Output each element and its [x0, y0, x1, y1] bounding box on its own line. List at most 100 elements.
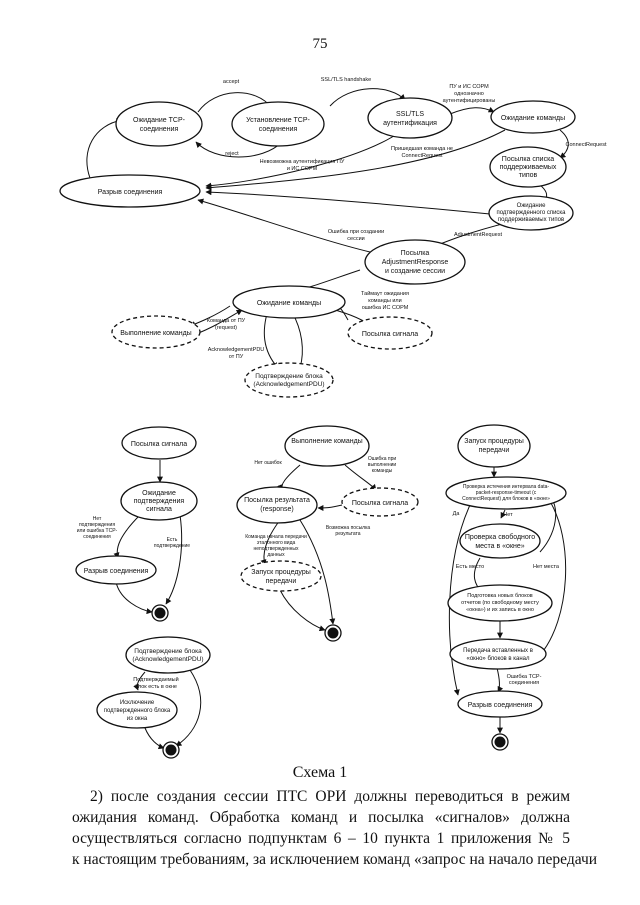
- label-reject: reject: [225, 151, 239, 157]
- state-wait-confirm-types: [488, 195, 574, 231]
- text-wait-tcp: Ожидание TCP-соединения: [133, 117, 186, 133]
- text-wait-cmd-mid: Ожидание команды: [257, 300, 321, 307]
- state-disconnect-sub3: [457, 690, 543, 718]
- sub2-final: [324, 624, 342, 642]
- top-diagram-states: [59, 97, 576, 285]
- text-disconnect-sub3: Разрыв соединения: [468, 702, 533, 709]
- state-wait-signal-confirm: [120, 481, 198, 521]
- state-send-types: [489, 146, 567, 188]
- label-no-errors: Нет ошибок: [254, 460, 282, 466]
- state-ssl-auth: [367, 97, 453, 139]
- text-send-signal-sub2: Посылка сигнала: [352, 500, 408, 507]
- sub3-final: [491, 733, 509, 751]
- state-confirm-block-sub: [125, 636, 211, 674]
- text-wait-cmd-top: Ожидание команды: [501, 115, 565, 122]
- state-send-signal-mid: [347, 316, 433, 350]
- text-send-result: Посылка результата(response): [244, 497, 310, 513]
- text-disconnect-top: Разрыв соединения: [98, 189, 163, 196]
- state-send-result: [236, 486, 318, 524]
- state-send-adjust: [364, 239, 466, 285]
- paragraph-line: осуществляться согласно подпунктам 6 – 1…: [72, 830, 570, 847]
- page-number: 75: [312, 36, 328, 52]
- text-transmit-blocks: Передача вставленных в«окно» блоков в ка…: [463, 648, 533, 662]
- state-transmit-blocks: [449, 638, 547, 670]
- state-establish-tcp: [231, 101, 325, 147]
- top-edge-labels: accept SSL/TLS handshake reject ПУ и ИС …: [223, 77, 607, 242]
- state-send-signal-sub: [121, 426, 197, 460]
- label-has-space: Есть место: [456, 564, 484, 570]
- label-no-1: Нет: [503, 512, 513, 518]
- state-confirm-block-mid: [244, 362, 334, 398]
- top-state-texts: Ожидание TCP-соединения Установление TCP…: [98, 111, 566, 275]
- label-yes-1: Да: [453, 511, 461, 517]
- state-send-signal-sub2: [341, 487, 419, 517]
- state-exec-cmd-mid: [111, 315, 201, 349]
- paragraph-line: ожидания команд. Обработка команд и посы…: [72, 809, 570, 826]
- mid-state-texts: Ожидание команды Выполнение команды Посы…: [120, 300, 418, 388]
- sub2-texts: Выполнение команды Посылка результата(re…: [244, 438, 408, 585]
- state-prepare-blocks: [447, 584, 553, 622]
- text-disconnect-sub1: Разрыв соединения: [84, 568, 149, 575]
- paragraph-line: к настоящим требованиям, за исключением …: [72, 851, 598, 868]
- text-confirm-block-mid: Подтверждение блока(AcknowledgementPDU): [253, 372, 324, 388]
- body-paragraph: 2) после создания сессии ПТС ОРИ должны …: [72, 786, 598, 870]
- label-cmd-from-pu: Команда от ПУ(request): [207, 318, 246, 331]
- text-exec-cmd-mid: Выполнение команды: [120, 330, 191, 337]
- sub4-arrows: [133, 669, 202, 750]
- state-wait-cmd-mid: [232, 285, 346, 319]
- sub4-states: [96, 636, 211, 729]
- label-no-space: Нет места: [533, 564, 560, 570]
- text-send-signal-sub: Посылка сигнала: [131, 441, 187, 448]
- state-start-transfer-sub2: [240, 560, 322, 592]
- label-tcp-error: Ошибка TCP-соединения: [507, 674, 542, 686]
- text-check-interval: Проверка истечения интервала data-packet…: [462, 484, 550, 502]
- mid-diagram-states: [111, 285, 433, 398]
- label-ssl-handshake: SSL/TLS handshake: [321, 77, 371, 83]
- sub3-labels: Да Нет Есть место Нет места Ошибка TCP-с…: [453, 511, 560, 686]
- sub4-final: [162, 741, 180, 759]
- label-accept: accept: [223, 79, 240, 85]
- diagram-caption: Схема 1: [292, 764, 348, 781]
- state-start-transfer: [457, 424, 531, 468]
- sub3-states: [445, 424, 567, 718]
- top-diagram-arrows: [86, 88, 569, 294]
- sub4-texts: Подтверждение блока(AcknowledgementPDU) …: [104, 647, 204, 722]
- state-check-free-space: [459, 523, 541, 559]
- text-establish-tcp: Установление TCP-соединения: [246, 117, 310, 133]
- sub1-states: [75, 426, 198, 585]
- state-exec-cmd-sub: [284, 425, 370, 467]
- text-send-signal-mid: Посылка сигнала: [362, 331, 418, 338]
- text-exec-cmd-sub: Выполнение команды: [291, 438, 362, 445]
- sub1-final: [151, 604, 169, 622]
- state-disconnect-sub1: [75, 555, 157, 585]
- state-wait-cmd-top: [490, 100, 576, 134]
- text-confirm-block-sub: Подтверждение блока(AcknowledgementPDU): [132, 647, 203, 663]
- label-adjustment-request: AdjustmentRequest: [454, 232, 502, 238]
- state-wait-tcp: [115, 101, 203, 147]
- state-check-interval: [445, 476, 567, 510]
